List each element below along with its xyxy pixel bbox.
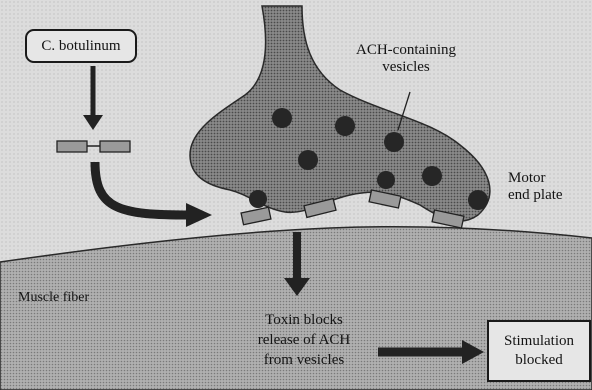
result-label-line1: Stimulation bbox=[504, 332, 574, 351]
endplate-label-line2: end plate bbox=[508, 187, 563, 204]
vesicle bbox=[249, 190, 267, 208]
toxin-chain-right bbox=[100, 141, 130, 152]
toxin-action-line3: from vesicles bbox=[238, 350, 370, 370]
organism-label: C. botulinum bbox=[41, 38, 120, 55]
vesicle bbox=[298, 150, 318, 170]
result-label-line2: blocked bbox=[504, 351, 574, 370]
toxin-action-line2: release of ACH bbox=[238, 330, 370, 350]
vesicles-label-line2: vesicles bbox=[356, 59, 456, 76]
result-box: Stimulation blocked bbox=[487, 320, 591, 382]
muscle-fiber-label: Muscle fiber bbox=[18, 289, 89, 306]
toxin-chain-left bbox=[57, 141, 87, 152]
vesicle bbox=[272, 108, 292, 128]
vesicle bbox=[422, 166, 442, 186]
toxin-action-line1: Toxin blocks bbox=[238, 310, 370, 330]
endplate-label-line1: Motor bbox=[508, 170, 563, 187]
vesicle bbox=[384, 132, 404, 152]
organism-box: C. botulinum bbox=[25, 29, 137, 63]
result-label: Stimulation blocked bbox=[504, 332, 574, 370]
vesicles-label-line1: ACH-containing bbox=[356, 42, 456, 59]
vesicle bbox=[377, 171, 395, 189]
vesicle bbox=[335, 116, 355, 136]
vesicle bbox=[468, 190, 488, 210]
vesicles-label: ACH-containing vesicles bbox=[356, 42, 456, 76]
endplate-label: Motor end plate bbox=[508, 170, 563, 204]
toxin-action-label: Toxin blocks release of ACH from vesicle… bbox=[238, 310, 370, 370]
